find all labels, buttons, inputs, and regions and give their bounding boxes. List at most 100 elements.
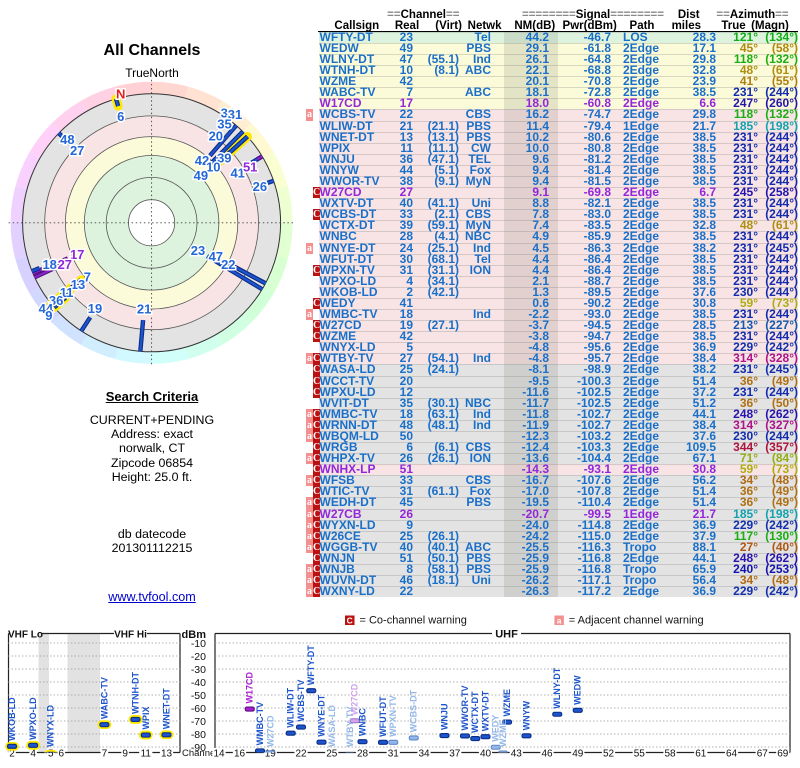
cell-az_true: 248° [733, 550, 758, 565]
radar-channel-label: 27 [70, 143, 84, 158]
cell-callsign: WBQM-LD [319, 428, 379, 443]
cell-virt: (25.1) [427, 240, 459, 255]
cell-nm_db: -3.8 [528, 329, 549, 344]
channel-tick-label: 64 [726, 749, 738, 760]
cell-az_true: 231° [733, 129, 758, 144]
channel-tick-label: 61 [695, 749, 707, 760]
chart-callsign-label: WASA-LD [327, 705, 337, 747]
cell-network: ABC [465, 85, 491, 100]
cell-az_true: 248° [733, 406, 758, 421]
cell-virt: (9.1) [434, 174, 459, 188]
row-background [319, 198, 798, 210]
cell-az_true: 36° [739, 395, 758, 410]
cell-virt: (61.1) [427, 484, 459, 499]
cell-miles: 30.8 [692, 295, 716, 310]
cell-callsign: WZME [319, 74, 357, 89]
cell-az_magn: (244°) [765, 196, 798, 211]
cell-az_magn: (244°) [765, 284, 798, 299]
cell-az_magn: (245°) [765, 240, 798, 255]
radar-bar-wedw [206, 130, 245, 168]
row-background [319, 364, 798, 376]
criteria-city: norwalk, CT [118, 441, 186, 456]
row-background [319, 231, 798, 243]
chart-callsign-label: WKOB-LD [7, 697, 17, 741]
cell-pwr_dbm: -88.7 [583, 273, 611, 288]
radar-bar-wrnn-dt [57, 131, 67, 141]
tvfool-website-link[interactable]: www.tvfool.com [108, 590, 196, 604]
row-background [319, 419, 798, 431]
cell-pwr_dbm: -104.4 [576, 451, 611, 466]
cell-network: NBC [465, 395, 491, 410]
cell-pwr_dbm: -69.8 [583, 185, 611, 200]
adjacent-warning-badge: a [306, 475, 313, 487]
cell-pwr_dbm: -98.9 [583, 362, 611, 377]
row-background [319, 397, 798, 409]
cell-pwr_dbm: -95.6 [583, 340, 611, 355]
dbm-tick-label: -50 [191, 690, 206, 702]
cell-az_magn: (48°) [771, 573, 798, 588]
cell-nm_db: 44.2 [525, 29, 549, 44]
cell-path: 2Edge [623, 473, 660, 488]
row-background [319, 76, 798, 88]
cell-callsign: WNJU [319, 151, 355, 166]
cell-callsign: WUVN-DT [319, 573, 377, 588]
cell-callsign: WMBC-TV [319, 406, 378, 421]
cell-path: 2Edge [623, 40, 660, 55]
cell-az_true: 231° [733, 329, 758, 344]
cell-az_true: 71° [739, 451, 758, 466]
cell-real: 42 [399, 329, 413, 344]
cell-miles: 38.5 [692, 329, 716, 344]
cell-pwr_dbm: -83.0 [583, 207, 611, 222]
cell-path: 2Edge [623, 162, 660, 177]
cell-callsign: WEDW [319, 40, 359, 55]
radar-channel-label: 6 [117, 109, 124, 124]
channel-tick-label: 58 [664, 749, 676, 760]
cell-miles: 37.2 [692, 384, 716, 399]
header-signal-group: ========Signal======== [522, 8, 664, 21]
chart-callsign-label: WCTX-DT [470, 691, 480, 733]
cell-real: 30 [399, 251, 413, 266]
cell-real: 26 [399, 506, 413, 521]
co-warning-badge: C [313, 508, 321, 520]
co-warning-badge: C [313, 419, 321, 431]
cell-callsign: WGGB-TV [319, 539, 378, 554]
cell-path: 2Edge [623, 318, 660, 333]
cell-real: 23 [399, 29, 413, 44]
cell-nm_db: -11.6 [522, 384, 549, 399]
chart-pill-wcbs-tv [295, 724, 307, 730]
cell-network: PBS [466, 40, 491, 55]
cell-nm_db: -26.2 [521, 573, 549, 588]
channel-tick-label: 5 [48, 749, 54, 760]
adjacent-warning-badge: a [306, 309, 313, 321]
row-background [319, 42, 798, 55]
cell-pwr_dbm: -93.0 [583, 307, 611, 322]
cell-miles: 109.5 [685, 440, 716, 455]
adjacent-channel-legend-text: = Adjacent channel warning [569, 615, 704, 627]
header-miles: miles [671, 19, 701, 32]
radar-bar-wtic-tv [223, 117, 230, 123]
cell-pwr_dbm: -79.4 [583, 118, 611, 133]
radar-channel-label: 44 [39, 301, 54, 316]
radar-channel-label: 13 [71, 277, 85, 292]
chart-pill-wpxo-ld [26, 740, 41, 750]
row-background [319, 353, 798, 365]
cell-path: 2Edge [623, 196, 660, 211]
cell-miles: 38.5 [692, 129, 716, 144]
cell-az_true: 118° [733, 52, 758, 67]
cell-callsign: WKOB-LD [319, 284, 378, 299]
channel-tick-label: 67 [757, 749, 769, 760]
cell-az_magn: (244°) [765, 329, 798, 344]
cell-miles: 88.1 [692, 539, 716, 554]
cell-az_true: 314° [733, 417, 758, 432]
chart-pill-wlny-dt [552, 711, 563, 717]
